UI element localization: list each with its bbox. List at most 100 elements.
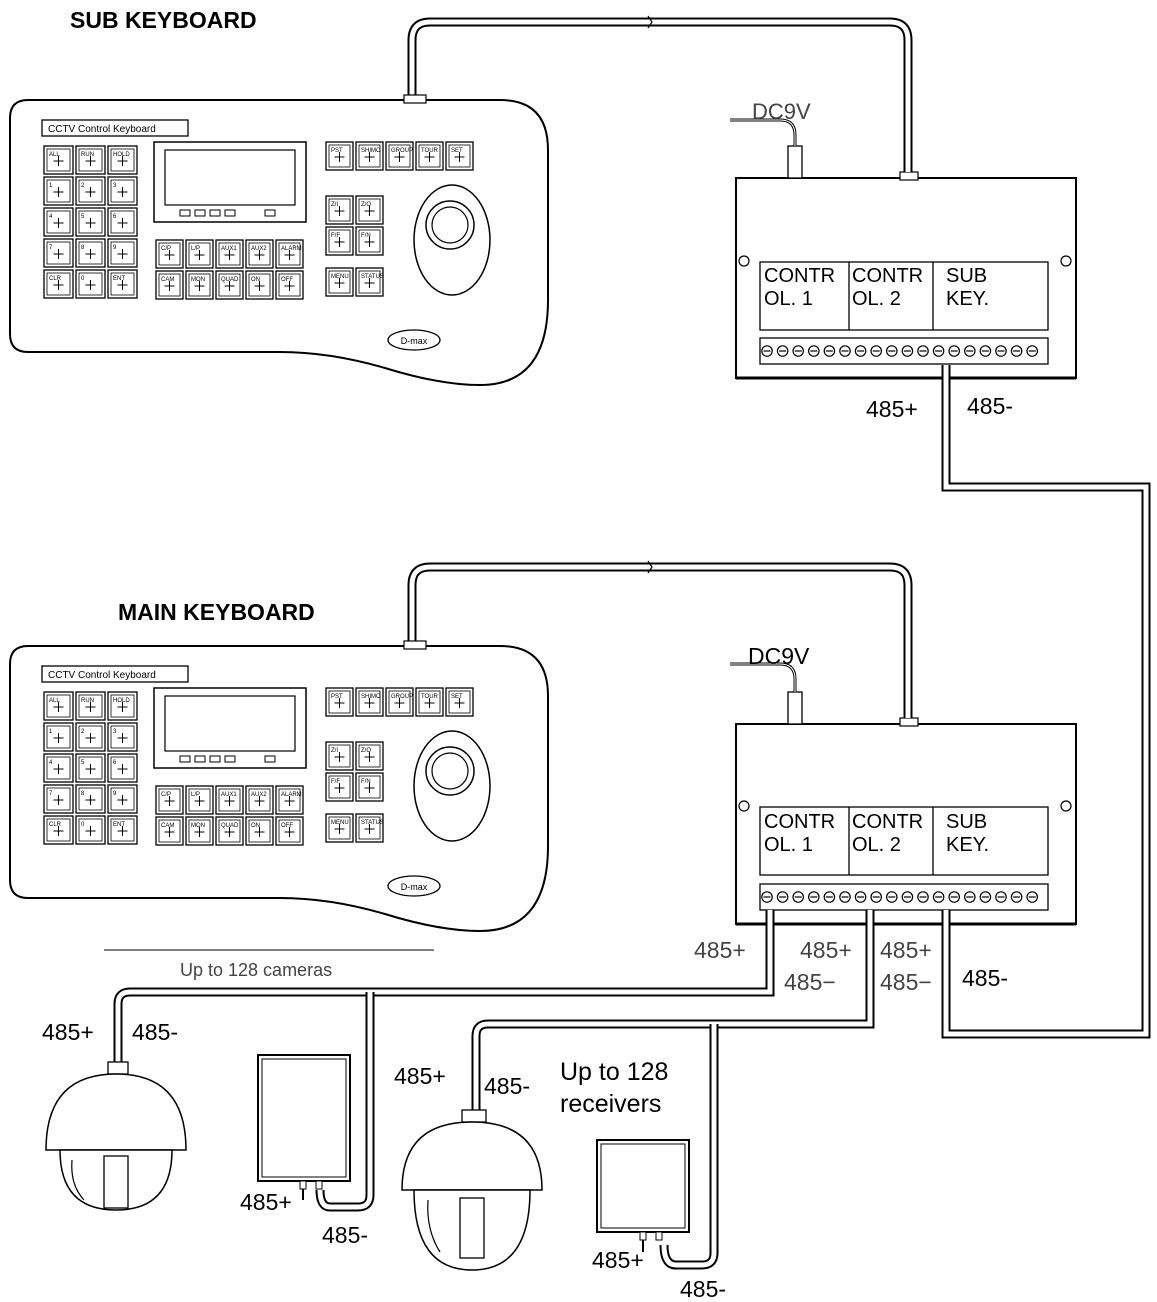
key-button[interactable]: ALARM [275, 785, 304, 815]
key-button[interactable]: 3 [107, 722, 138, 752]
key-button[interactable]: Z/I [325, 195, 354, 225]
key-button[interactable]: L/P [185, 785, 214, 815]
key-button[interactable]: C/P [155, 239, 184, 269]
key-button[interactable]: 7 [43, 784, 74, 814]
key-button[interactable]: AUX2 [245, 785, 274, 815]
key-button[interactable]: RUN [75, 691, 106, 721]
key-button[interactable]: HOLD [107, 691, 138, 721]
key-button[interactable]: 6 [107, 207, 138, 237]
joystick [413, 184, 491, 296]
key-button[interactable]: 1 [43, 722, 74, 752]
key-button[interactable]: 0 [75, 815, 106, 845]
key-button[interactable]: 2 [75, 722, 106, 752]
key-button[interactable]: ALL [43, 691, 74, 721]
key-button[interactable]: HOLD [107, 145, 138, 175]
key-button[interactable]: QUAD [215, 816, 244, 846]
key-button[interactable]: 4 [43, 207, 74, 237]
section-label: OL. 1 [764, 288, 813, 310]
key-label: STATUS [361, 274, 384, 280]
key-button[interactable]: MENU [325, 813, 354, 843]
key-button[interactable]: MON [185, 816, 214, 846]
key-button[interactable]: ENT [107, 269, 138, 299]
key-button[interactable]: Z/O [355, 741, 384, 771]
key-button[interactable]: Z/I [325, 741, 354, 771]
key-button[interactable]: ON [245, 816, 274, 846]
key-button[interactable]: TOUR [415, 141, 444, 171]
key-button[interactable]: MON [185, 270, 214, 300]
key-button[interactable]: F/F [325, 772, 354, 802]
brand-text: D-max [401, 882, 428, 892]
key-button[interactable]: STATUS [355, 813, 384, 843]
key-button[interactable]: PST [325, 687, 354, 717]
key-button[interactable]: C/P [155, 785, 184, 815]
key-label: 7 [49, 791, 53, 797]
key-button[interactable]: OFF [275, 270, 304, 300]
key-button[interactable]: 0 [75, 269, 106, 299]
key-button[interactable]: F/F [325, 226, 354, 256]
key-button[interactable]: CAM [155, 270, 184, 300]
ctrl2-485-plus-label: 485+ [800, 937, 852, 963]
key-button[interactable]: AUX2 [245, 239, 274, 269]
key-button[interactable]: F/N [355, 772, 384, 802]
brand-logo: D-max [387, 329, 441, 351]
key-button[interactable]: OFF [275, 816, 304, 846]
key-button[interactable]: PST [325, 141, 354, 171]
key-button[interactable]: 8 [75, 784, 106, 814]
section-label: SUB [946, 265, 987, 287]
key-button[interactable]: TOUR [415, 687, 444, 717]
key-button[interactable]: AUX1 [215, 239, 244, 269]
key-label: CAM [161, 823, 174, 829]
key-button[interactable]: GROUP [385, 687, 414, 717]
key-button[interactable]: CLR [43, 269, 74, 299]
key-button[interactable]: 2 [75, 176, 106, 206]
key-label: F/F [331, 233, 340, 239]
section-label: KEY. [946, 288, 989, 310]
key-button[interactable]: CAM [155, 816, 184, 846]
key-button[interactable]: 3 [107, 176, 138, 206]
key-button[interactable]: L/P [185, 239, 214, 269]
key-button[interactable]: 5 [75, 207, 106, 237]
key-button[interactable]: CLR [43, 815, 74, 845]
key-button[interactable]: 9 [107, 784, 138, 814]
key-button[interactable]: Z/O [355, 195, 384, 225]
key-button[interactable]: RUN [75, 145, 106, 175]
key-button[interactable]: ENT [107, 815, 138, 845]
key-button[interactable]: ALARM [275, 239, 304, 269]
key-button[interactable]: 6 [107, 753, 138, 783]
key-label: OFF [281, 823, 293, 829]
key-button[interactable]: 5 [75, 753, 106, 783]
sub-junction-box: CONTR OL. 1 CONTR OL. 2 SUB KEY. DC9V [730, 99, 1077, 380]
rcv2-485-minus-label: 485- [680, 1276, 726, 1302]
key-label: SET [451, 694, 463, 700]
key-button[interactable]: QUAD [215, 270, 244, 300]
key-button[interactable]: 4 [43, 753, 74, 783]
key-button[interactable]: 8 [75, 238, 106, 268]
key-button[interactable]: MENU [325, 267, 354, 297]
key-button[interactable]: SHIMO [355, 141, 384, 171]
key-button[interactable]: 1 [43, 176, 74, 206]
receiver-box-2 [596, 1139, 690, 1252]
key-label: HOLD [113, 152, 130, 158]
key-button[interactable]: SET [445, 687, 474, 717]
key-label: PST [331, 148, 343, 154]
key-label: 1 [49, 183, 53, 189]
key-button[interactable]: SET [445, 141, 474, 171]
key-button[interactable]: ON [245, 270, 274, 300]
receiver-box-1 [257, 1054, 351, 1200]
key-button[interactable]: STATUS [355, 267, 384, 297]
key-button[interactable]: GROUP [385, 141, 414, 171]
key-label: HOLD [113, 698, 130, 704]
key-button[interactable]: ALL [43, 145, 74, 175]
key-button[interactable]: AUX1 [215, 785, 244, 815]
key-label: MENU [331, 820, 349, 826]
sub-keyboard-title: SUB KEYBOARD [70, 7, 257, 33]
dome-camera-1 [45, 1061, 187, 1211]
key-button[interactable]: SHIMO [355, 687, 384, 717]
section-label: SUB [946, 811, 987, 833]
key-button[interactable]: F/N [355, 226, 384, 256]
key-button[interactable]: 7 [43, 238, 74, 268]
key-button[interactable]: 9 [107, 238, 138, 268]
